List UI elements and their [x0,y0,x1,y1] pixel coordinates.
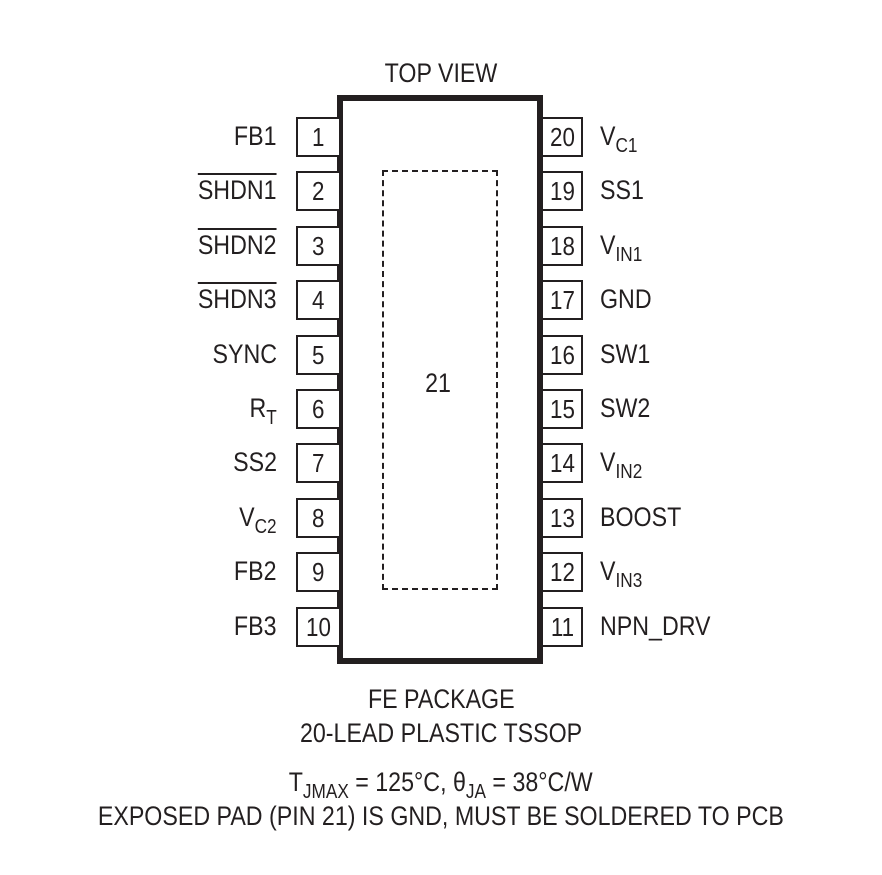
pin-13-box: 13 [543,498,583,538]
pin-4-box: 4 [296,280,339,320]
pin-number: 20 [549,122,575,152]
pin-10-label: FB3 [234,611,277,641]
pin-number: 16 [549,340,575,370]
pin-6-label: RT [249,393,277,429]
pin-number: 7 [312,448,325,478]
package-description: 20-LEAD PLASTIC TSSOP [299,718,583,748]
thermal-spec: TJMAX = 125°C, θJA = 38°C/W [0,767,882,803]
pin-number: 6 [312,394,325,424]
pin-20-label: VC1 [600,121,638,157]
exposed-pad-note: EXPOSED PAD (PIN 21) IS GND, MUST BE SOL… [97,801,785,831]
pin-10-box: 10 [296,607,339,647]
exposed-pad [382,170,498,590]
pin-15-label: SW2 [600,393,651,423]
pin-number: 19 [549,176,575,206]
pin-7-box: 7 [296,443,339,483]
pin-8-box: 8 [296,498,339,538]
package-body [337,95,543,664]
tj-symbol: T [289,767,304,797]
pin-12-box: 12 [543,552,583,592]
pin-19-label: SS1 [600,175,644,205]
pin-3-box: 3 [296,226,339,266]
pin-number: 5 [312,340,325,370]
pin-number: 3 [312,231,325,261]
pin-1-box: 1 [296,117,339,157]
pin-number: 11 [550,612,574,642]
pin-number: 10 [306,612,331,642]
pin-15-box: 15 [543,389,583,429]
tj-value: = 125°C, [349,767,454,797]
theta-subscript: JA [466,781,487,803]
theta-value: = 38°C/W [486,767,593,797]
tj-subscript: JMAX [303,781,350,803]
pin-11-box: 11 [543,607,583,647]
pin-14-box: 14 [543,443,583,483]
pin-1-label: FB1 [234,121,277,151]
exposed-pad-pin-number: 21 [425,368,451,398]
pin-8-label: VC2 [239,502,277,538]
pin-number: 1 [312,122,325,152]
pin-3-label: SHDN2 [198,230,277,260]
pin-number: 2 [312,176,325,206]
pin-17-label: GND [600,284,652,314]
pin-number: 15 [549,394,575,424]
pin-12-label: VIN3 [600,556,643,592]
pin-4-label: SHDN3 [198,284,277,314]
pin-2-label: SHDN1 [198,175,277,205]
pin-16-label: SW1 [600,339,651,369]
pin-number: 9 [312,557,325,587]
pin-16-box: 16 [543,335,583,375]
pin-20-box: 20 [543,117,583,157]
pin-14-label: VIN2 [600,447,643,483]
pin-13-label: BOOST [600,502,682,532]
pin-19-box: 19 [543,171,583,211]
theta-symbol: θ [453,767,467,797]
pin-5-label: SYNC [212,339,277,369]
pin-number: 12 [549,557,575,587]
pin-number: 17 [549,285,575,315]
pin-11-label: NPN_DRV [600,611,711,641]
pin-17-box: 17 [543,280,583,320]
pin-5-box: 5 [296,335,339,375]
pin-18-label: VIN1 [600,230,643,266]
pin-number: 14 [549,448,575,478]
pin-18-box: 18 [543,226,583,266]
pin-7-label: SS2 [233,447,277,477]
pin-9-box: 9 [296,552,339,592]
pin-number: 18 [549,231,575,261]
pin-2-box: 2 [296,171,339,211]
pin-6-box: 6 [296,389,339,429]
pin-9-label: FB2 [234,556,277,586]
pin-number: 13 [549,503,575,533]
diagram-title: TOP VIEW [384,58,498,88]
pin-number: 4 [312,285,325,315]
package-name: FE PACKAGE [367,684,515,714]
pin-number: 8 [312,503,325,533]
